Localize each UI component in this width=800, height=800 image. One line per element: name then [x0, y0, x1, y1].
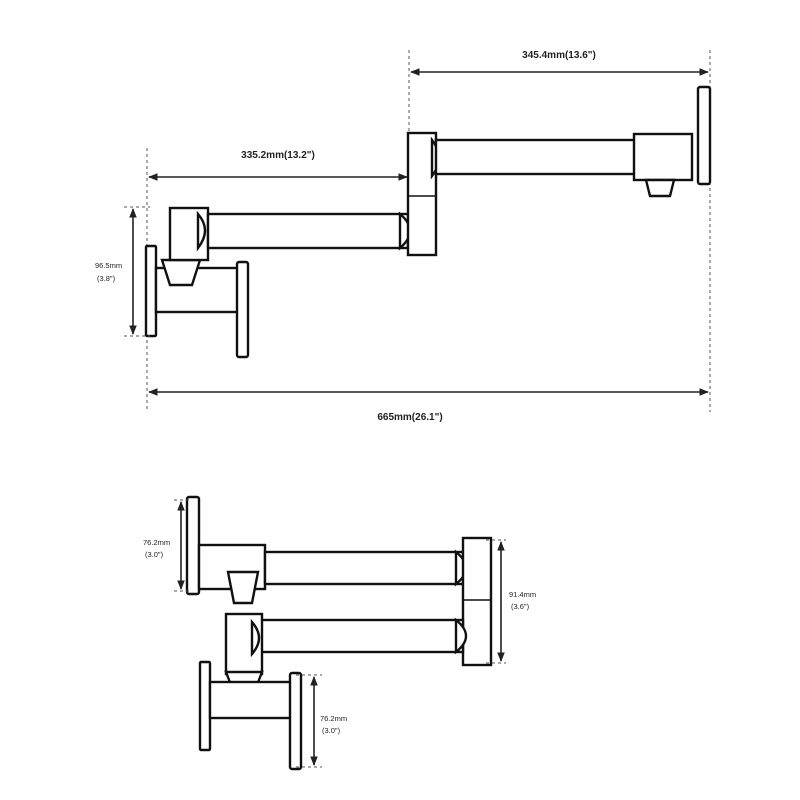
dim-overall-label: 665mm(26.1") — [377, 412, 442, 423]
folded-top-handle — [185, 495, 201, 596]
spout-handle — [696, 85, 712, 186]
dim-folded-elbow-metric: 91.4mm — [509, 590, 536, 599]
dim-wall-drop-imperial: (3.8") — [97, 274, 116, 283]
dim-folded-top-imperial: (3.0") — [145, 550, 164, 559]
dim-wall-drop-metric: 96.5mm — [95, 261, 122, 270]
dim-folded-top-metric: 76.2mm — [143, 538, 170, 547]
spout-outlet — [644, 178, 676, 198]
dim-upper-arm-label: 345.4mm(13.6") — [522, 50, 596, 61]
wall-flange-left — [144, 244, 158, 338]
folded-upper-arm-pipe — [263, 550, 465, 586]
dim-lower-arm-label: 335.2mm(13.2") — [241, 150, 315, 161]
dim-folded-elbow-imperial: (3.6") — [511, 602, 530, 611]
valve-bulb — [160, 258, 202, 287]
lower-arm-pipe — [206, 212, 410, 250]
folded-swivel — [461, 536, 493, 667]
folded-wall-flange — [198, 660, 212, 752]
folded-shutoff-lever — [288, 671, 303, 771]
extended-view: 345.4mm(13.6") 335.2mm(13.2") 96.5mm (3.… — [95, 50, 712, 423]
dim-folded-bottom-metric: 76.2mm — [320, 714, 347, 723]
folded-lower-arm-end-joint — [454, 617, 468, 655]
folded-top-outlet — [226, 570, 260, 605]
upper-arm-pipe — [434, 138, 638, 176]
lower-elbow-joint — [196, 210, 207, 252]
folded-supply-body — [208, 680, 294, 720]
folded-lower-arm-pipe — [258, 618, 465, 654]
folded-lower-elbow — [224, 612, 264, 676]
folded-lower-elbow-joint — [250, 618, 261, 658]
folded-view: 76.2mm (3.0") 91.4mm (3.6") 76.2mm (3.0"… — [143, 495, 536, 771]
shutoff-lever — [235, 260, 250, 359]
dim-folded-bottom-imperial: (3.0") — [322, 726, 341, 735]
spout-body — [632, 132, 694, 182]
